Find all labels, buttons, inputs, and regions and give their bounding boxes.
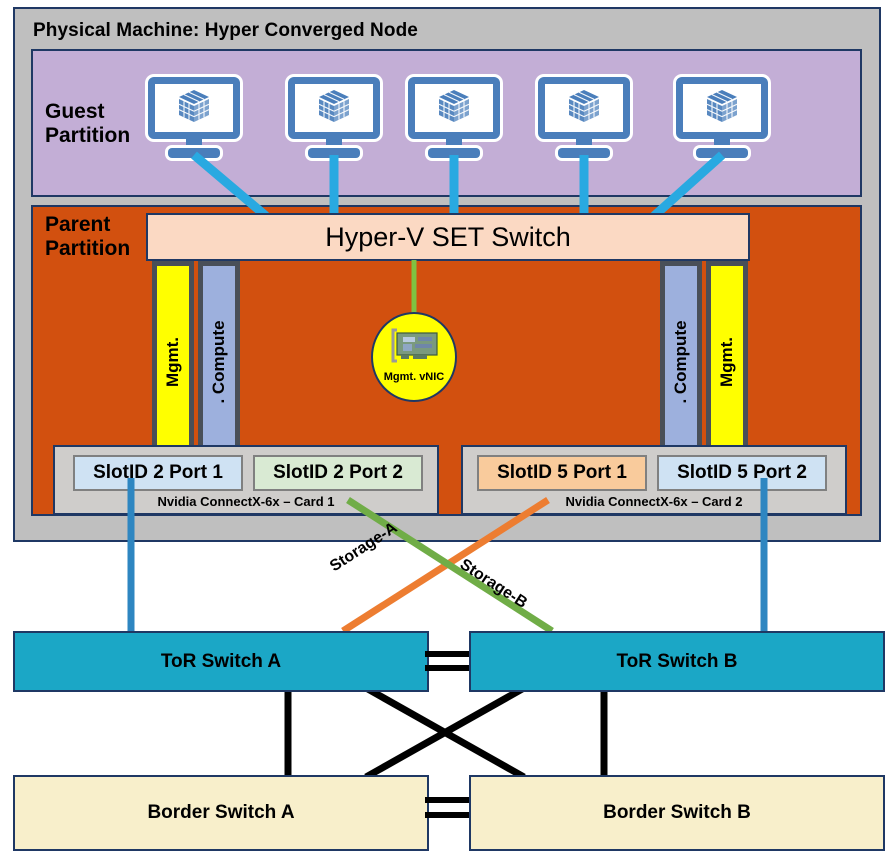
guest-partition-label-line1: Guest xyxy=(45,100,105,123)
vm-2[interactable] xyxy=(288,77,380,159)
adapter-right-compute[interactable]: . Compute xyxy=(660,261,702,462)
tor-interlink-bottom xyxy=(425,665,469,671)
vm-stand-base xyxy=(308,148,360,158)
nic-card-1: SlotID 2 Port 1 SlotID 2 Port 2 Nvidia C… xyxy=(53,445,439,515)
vm-stand-base xyxy=(168,148,220,158)
hyper-v-set-switch[interactable]: Hyper-V SET Switch xyxy=(146,213,750,261)
port-slotid-2-port-2-label: SlotID 2 Port 2 xyxy=(273,462,403,483)
border-switch-a[interactable]: Border Switch A xyxy=(13,775,429,851)
vm-stand-neck xyxy=(326,139,342,150)
nic-card-2-label: Nvidia ConnectX-6x – Card 2 xyxy=(565,494,743,509)
vm-stand-base xyxy=(428,148,480,158)
vm-stand-neck xyxy=(576,139,592,150)
mgmt-vnic-label: Mgmt. vNIC xyxy=(383,371,445,383)
tor-interlink-top xyxy=(425,651,469,657)
port-slotid-5-port-2-label: SlotID 5 Port 2 xyxy=(677,462,807,483)
guest-partition-label: Guest Partition xyxy=(45,100,175,147)
adapter-left-mgmt[interactable]: Mgmt. xyxy=(152,261,194,462)
virtual-machine-cube-icon xyxy=(174,88,214,128)
vm-1[interactable] xyxy=(148,77,240,159)
vm-stand-neck xyxy=(714,139,730,150)
adapter-left-compute-label: . Compute xyxy=(209,319,228,404)
storage-b-label: Storage-B xyxy=(456,556,531,612)
adapter-left-mgmt-label: Mgmt. xyxy=(163,336,182,387)
port-slotid-2-port-1-label: SlotID 2 Port 1 xyxy=(93,462,223,483)
vm-5[interactable] xyxy=(676,77,768,159)
network-adapter-card-icon xyxy=(387,327,441,370)
vm-3[interactable] xyxy=(408,77,500,159)
vm-stand-base xyxy=(558,148,610,158)
port-slotid-2-port-1[interactable]: SlotID 2 Port 1 xyxy=(73,455,243,491)
border-switch-b[interactable]: Border Switch B xyxy=(469,775,885,851)
adapters-left: Mgmt. . Compute xyxy=(152,261,240,462)
tor-switch-a[interactable]: ToR Switch A xyxy=(13,631,429,692)
port-slotid-2-port-2[interactable]: SlotID 2 Port 2 xyxy=(253,455,423,491)
parent-partition-label-line1: Parent xyxy=(45,213,111,236)
set-switch-label: Hyper-V SET Switch xyxy=(325,221,571,252)
guest-partition-label-line2: Partition xyxy=(45,123,131,147)
virtual-machine-cube-icon xyxy=(564,88,604,128)
adapter-right-compute-label: . Compute xyxy=(671,319,690,404)
tor-switch-a-label: ToR Switch A xyxy=(160,650,282,672)
port-slotid-5-port-1-label: SlotID 5 Port 1 xyxy=(497,462,627,483)
vm-stand-base xyxy=(696,148,748,158)
border-interlink-top xyxy=(425,797,469,803)
tor-a-to-border-b-link xyxy=(364,684,526,781)
adapters-right: . Compute Mgmt. xyxy=(660,261,748,462)
port-slotid-5-port-1[interactable]: SlotID 5 Port 1 xyxy=(477,455,647,491)
mgmt-vnic-node[interactable]: Mgmt. vNIC xyxy=(371,312,457,402)
border-switch-a-label: Border Switch A xyxy=(147,802,295,823)
parent-partition-label-line2: Partition xyxy=(45,236,131,260)
virtual-machine-cube-icon xyxy=(434,88,474,128)
port-slotid-5-port-2[interactable]: SlotID 5 Port 2 xyxy=(657,455,827,491)
border-switch-b-label: Border Switch B xyxy=(603,802,751,823)
vm-stand-neck xyxy=(446,139,462,150)
border-interlink-bottom xyxy=(425,812,469,818)
tor-switch-b[interactable]: ToR Switch B xyxy=(469,631,885,692)
adapter-right-mgmt[interactable]: Mgmt. xyxy=(706,261,748,462)
nic-card-1-label: Nvidia ConnectX-6x – Card 1 xyxy=(157,494,335,509)
tor-b-to-border-a-link xyxy=(364,684,526,781)
adapter-left-compute[interactable]: . Compute xyxy=(198,261,240,462)
vm-stand-neck xyxy=(186,139,202,150)
vm-4[interactable] xyxy=(538,77,630,159)
adapter-right-mgmt-label: Mgmt. xyxy=(717,336,736,387)
physical-machine-title: Physical Machine: Hyper Converged Node xyxy=(33,20,418,41)
nic-card-2: SlotID 5 Port 1 SlotID 5 Port 2 Nvidia C… xyxy=(461,445,847,515)
tor-switch-b-label: ToR Switch B xyxy=(616,650,738,672)
virtual-machine-cube-icon xyxy=(314,88,354,128)
virtual-machine-cube-icon xyxy=(702,88,742,128)
parent-partition-label: Parent Partition xyxy=(45,213,175,260)
